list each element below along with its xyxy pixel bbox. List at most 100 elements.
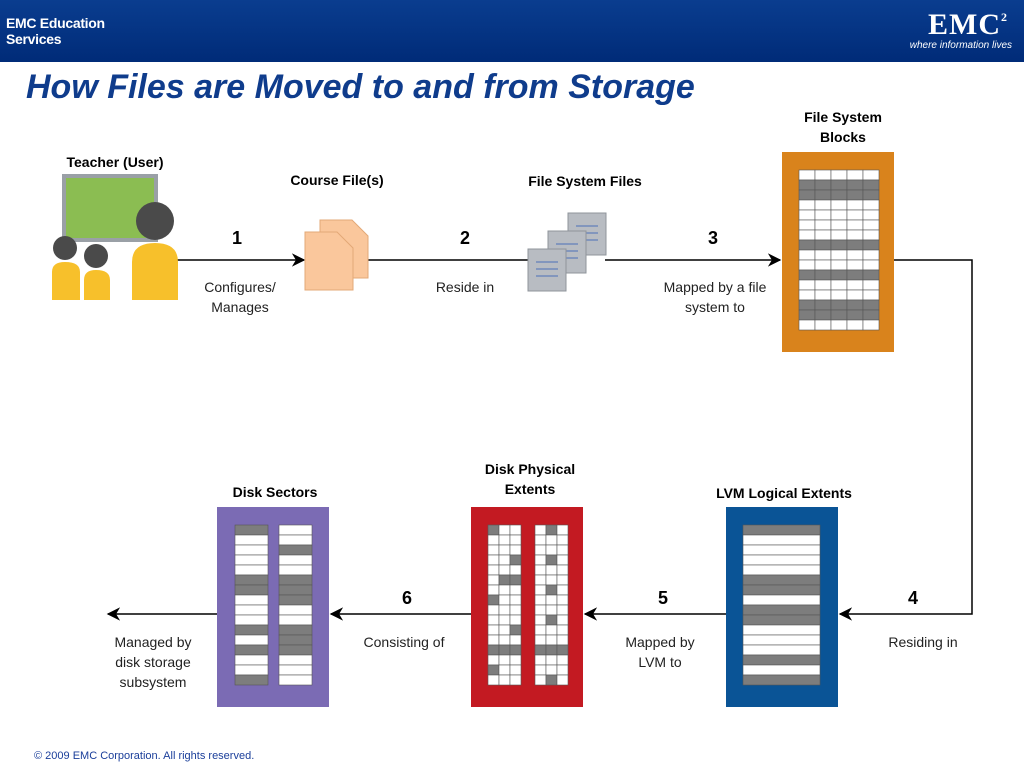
- grid-cell: [545, 644, 558, 656]
- grid-cell: [487, 584, 500, 596]
- fs-files-icon: [527, 212, 607, 292]
- grid-cell: [234, 524, 269, 536]
- grid-cell: [509, 534, 522, 546]
- grid-cell: [862, 219, 880, 231]
- grid-cell: [234, 544, 269, 556]
- grid-cell: [742, 634, 821, 646]
- grid-cell: [234, 654, 269, 666]
- grid-cell: [498, 624, 511, 636]
- grid-cell: [534, 674, 547, 686]
- grid-cell: [278, 584, 313, 596]
- grid-cell: [846, 169, 864, 181]
- grid-cell: [814, 249, 832, 261]
- grid-cell: [556, 644, 569, 656]
- lvm-extents-grid: [742, 524, 821, 686]
- grid-cell: [814, 209, 832, 221]
- grid-cell: [498, 574, 511, 586]
- grid-cell: [862, 269, 880, 281]
- grid-cell: [509, 654, 522, 666]
- grid-cell: [509, 524, 522, 536]
- grid-cell: [798, 249, 816, 261]
- final-caption: Managed by disk storage subsystem: [114, 634, 192, 690]
- grid-cell: [846, 299, 864, 311]
- grid-cell: [814, 169, 832, 181]
- grid-cell: [846, 189, 864, 201]
- grid-cell: [534, 644, 547, 656]
- grid-cell: [487, 574, 500, 586]
- grid-cell: [846, 239, 864, 251]
- grid-cell: [798, 279, 816, 291]
- disk-sectors-grid: [234, 524, 313, 686]
- grid-cell: [798, 219, 816, 231]
- grid-cell: [278, 664, 313, 676]
- grid-cell: [509, 554, 522, 566]
- grid-cell: [556, 614, 569, 626]
- grid-cell: [534, 604, 547, 616]
- grid-cell: [846, 199, 864, 211]
- grid-cell: [556, 594, 569, 606]
- grid-cell: [278, 564, 313, 576]
- grid-cell: [830, 259, 848, 271]
- grid-cell: [545, 614, 558, 626]
- grid-cell: [534, 534, 547, 546]
- grid-cell: [814, 309, 832, 321]
- grid-cell: [846, 319, 864, 331]
- grid-cell: [814, 189, 832, 201]
- grid-cell: [545, 574, 558, 586]
- grid-cell: [556, 624, 569, 636]
- grid-cell: [278, 534, 313, 546]
- fs-blocks-grid: [798, 169, 880, 331]
- grid-cell: [234, 534, 269, 546]
- grid-cell: [278, 644, 313, 656]
- grid-cell: [846, 289, 864, 301]
- grid-cell: [487, 624, 500, 636]
- fs-blocks-label: File System Blocks: [804, 109, 882, 145]
- grid-cell: [862, 229, 880, 241]
- grid-cell: [556, 584, 569, 596]
- grid-cell: [234, 644, 269, 656]
- grid-cell: [487, 524, 500, 536]
- step-6-caption: Consisting of: [363, 634, 445, 650]
- step-5-number: 5: [657, 588, 668, 608]
- grid-cell: [742, 564, 821, 576]
- grid-cell: [487, 654, 500, 666]
- grid-cell: [742, 644, 821, 656]
- grid-cell: [830, 309, 848, 321]
- grid-cell: [498, 554, 511, 566]
- grid-cell: [498, 644, 511, 656]
- grid-cell: [830, 249, 848, 261]
- disk-extents-label: Disk Physical Extents: [484, 461, 576, 497]
- grid-cell: [487, 664, 500, 676]
- grid-cell: [742, 524, 821, 536]
- grid-cell: [742, 554, 821, 566]
- grid-cell: [278, 594, 313, 606]
- grid-cell: [798, 259, 816, 271]
- grid-cell: [545, 524, 558, 536]
- grid-cell: [798, 199, 816, 211]
- grid-cell: [278, 554, 313, 566]
- grid-cell: [556, 564, 569, 576]
- grid-cell: [487, 534, 500, 546]
- grid-cell: [498, 594, 511, 606]
- grid-cell: [498, 614, 511, 626]
- step-6-number: 6: [401, 588, 412, 608]
- teacher-label: Teacher (User): [66, 154, 164, 170]
- grid-cell: [830, 289, 848, 301]
- grid-cell: [798, 309, 816, 321]
- grid-cell: [534, 654, 547, 666]
- grid-cell: [534, 584, 547, 596]
- grid-cell: [234, 594, 269, 606]
- grid-cell: [498, 674, 511, 686]
- grid-cell: [830, 279, 848, 291]
- grid-cell: [556, 654, 569, 666]
- grid-cell: [545, 624, 558, 636]
- step-1-number: 1: [231, 228, 242, 248]
- grid-cell: [830, 269, 848, 281]
- grid-cell: [487, 644, 500, 656]
- grid-cell: [814, 179, 832, 191]
- grid-cell: [830, 199, 848, 211]
- grid-cell: [830, 239, 848, 251]
- grid-cell: [862, 199, 880, 211]
- grid-cell: [798, 239, 816, 251]
- grid-cell: [862, 239, 880, 251]
